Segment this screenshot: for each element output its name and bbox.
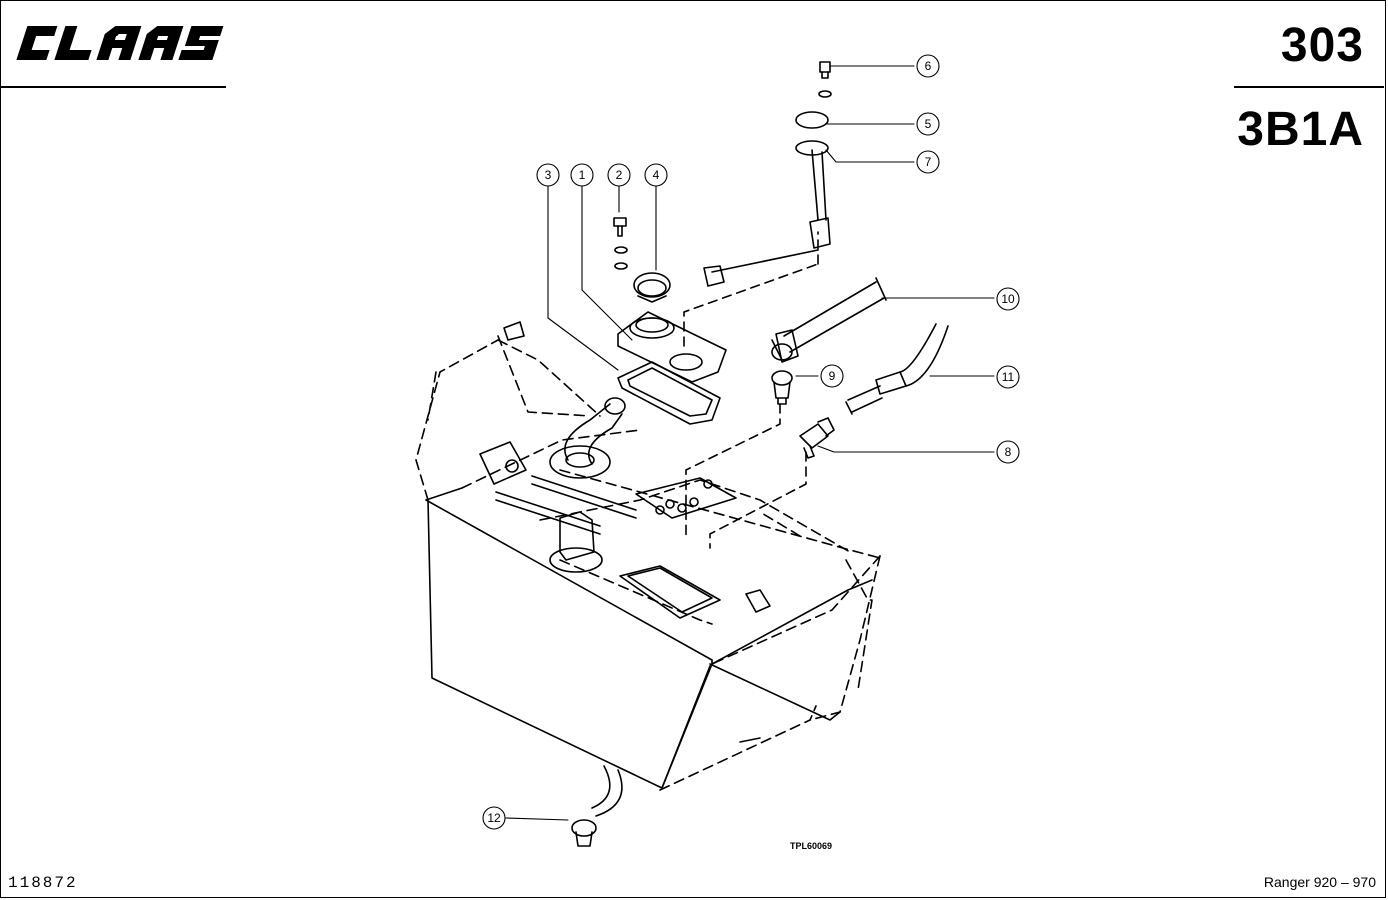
callout-leaders [505, 65, 995, 821]
callout-2: 2 [607, 163, 631, 187]
flange-gasket [617, 361, 721, 425]
callout-10: 10 [996, 287, 1020, 311]
figure-reference: TPL60069 [790, 841, 833, 851]
callout-12-label: 12 [487, 811, 501, 825]
assembly-leaders [683, 231, 819, 549]
callout-12: 12 [482, 806, 506, 830]
callout-11: 11 [996, 365, 1020, 389]
callout-4: 4 [644, 163, 668, 187]
screw-with-washers [613, 217, 628, 270]
callout-6-label: 6 [925, 59, 932, 73]
callout-6: 6 [916, 54, 940, 78]
elbow-fitting-8 [799, 417, 835, 459]
drain-plug [571, 765, 623, 847]
callout-1: 1 [570, 163, 594, 187]
callouts: 1 2 3 4 5 6 7 8 9 10 11 12 [482, 54, 1020, 830]
return-hose [771, 277, 887, 363]
callout-1-label: 1 [579, 168, 586, 182]
callout-2-label: 2 [616, 168, 623, 182]
tank-body [425, 487, 873, 789]
callout-10-label: 10 [1001, 292, 1015, 306]
callout-3: 3 [536, 163, 560, 187]
document-number: 118872 [8, 874, 78, 892]
supply-hose [845, 323, 949, 415]
level-sender-unit [703, 61, 832, 287]
callout-3-label: 3 [545, 168, 552, 182]
header-rule-left [0, 86, 226, 88]
callout-7-label: 7 [925, 155, 932, 169]
callout-5-label: 5 [925, 117, 932, 131]
callout-9-label: 9 [829, 369, 836, 383]
header-rule-right [1234, 86, 1384, 88]
callout-9: 9 [820, 364, 844, 388]
callout-5: 5 [916, 112, 940, 136]
section-code: 3B1A [1237, 103, 1364, 156]
tank-hidden-lines [415, 335, 881, 791]
tank-features [479, 321, 771, 743]
callout-8-label: 8 [1005, 445, 1012, 459]
filler-flange-plate [617, 311, 727, 383]
callout-8: 8 [996, 440, 1020, 464]
callout-4-label: 4 [653, 168, 660, 182]
callout-11-label: 11 [1002, 370, 1015, 384]
filler-cap [633, 272, 671, 303]
model-range: Ranger 920 – 970 [1263, 874, 1376, 890]
claas-logo [16, 26, 224, 60]
screw-fitting-9 [771, 370, 793, 405]
page-number: 303 [1280, 19, 1364, 72]
callout-7: 7 [916, 150, 940, 174]
